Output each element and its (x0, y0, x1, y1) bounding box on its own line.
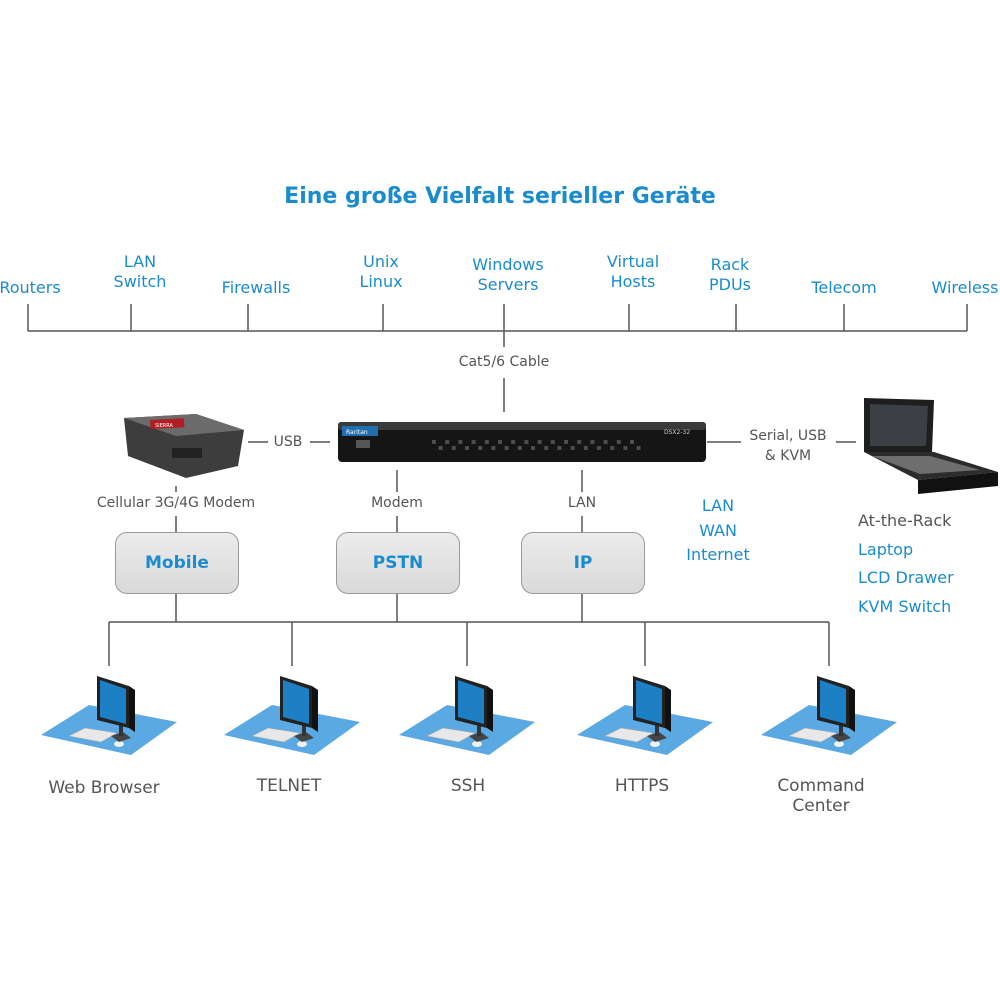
rack-heading: At-the-Rack (858, 511, 952, 530)
modem-brand: SIERRA (155, 423, 174, 429)
client-command-center: Command Center (777, 776, 865, 816)
lan-label: LAN (567, 495, 597, 511)
category-unix-linux: Unix Linux (359, 252, 403, 291)
workstation-icon (224, 676, 360, 755)
category-telecom: Telecom (811, 278, 877, 297)
workstation-icon (577, 676, 713, 755)
usb-label: USB (273, 434, 303, 450)
category-wireless: Wireless (931, 278, 999, 297)
console-server-device: Raritan DSX2-32 (338, 422, 706, 462)
rack-item-laptop: Laptop (858, 539, 914, 559)
network-ip: IP (521, 532, 645, 594)
network-mobile: Mobile (115, 532, 239, 594)
category-rack-pdus: Rack PDUs (708, 255, 751, 294)
client-https: HTTPS (614, 776, 670, 796)
category-routers: Routers (0, 278, 61, 297)
modem-label: Modem (371, 495, 423, 511)
rack-item-lcd-drawer: LCD Drawer (858, 568, 954, 587)
rack-item-kvm-switch: KVM Switch (858, 596, 952, 616)
lcd-drawer-device (864, 398, 998, 494)
device-brand: Raritan (346, 429, 368, 436)
workstation-icon (761, 676, 897, 755)
rack-access-list: At-the-Rack Laptop LCD Drawer KVM Switch (858, 507, 954, 621)
network-pstn: PSTN (336, 532, 460, 594)
device-model: DSX2-32 (664, 429, 690, 436)
serial-usb-kvm-label: Serial, USB & KVM (749, 428, 827, 464)
lan-wan-internet-label: LAN WAN Internet (686, 496, 750, 564)
client-workstations (41, 676, 897, 755)
workstation-icon (41, 676, 177, 755)
category-firewalls: Firewalls (221, 278, 291, 297)
category-virtual-hosts: Virtual Hosts (606, 252, 660, 291)
category-windows-servers: Windows Servers (472, 255, 544, 294)
client-web-browser: Web Browser (48, 778, 160, 798)
page-title: Eine große Vielfalt serieller Geräte (284, 184, 716, 209)
cellular-modem-label: Cellular 3G/4G Modem (96, 495, 256, 511)
workstation-icon (399, 676, 535, 755)
client-ssh: SSH (450, 776, 486, 796)
cellular-modem-device: SIERRA (124, 414, 244, 478)
client-telnet: TELNET (256, 776, 322, 796)
category-lan-switch: LAN Switch (113, 252, 167, 291)
cable-label: Cat5/6 Cable (458, 354, 550, 370)
